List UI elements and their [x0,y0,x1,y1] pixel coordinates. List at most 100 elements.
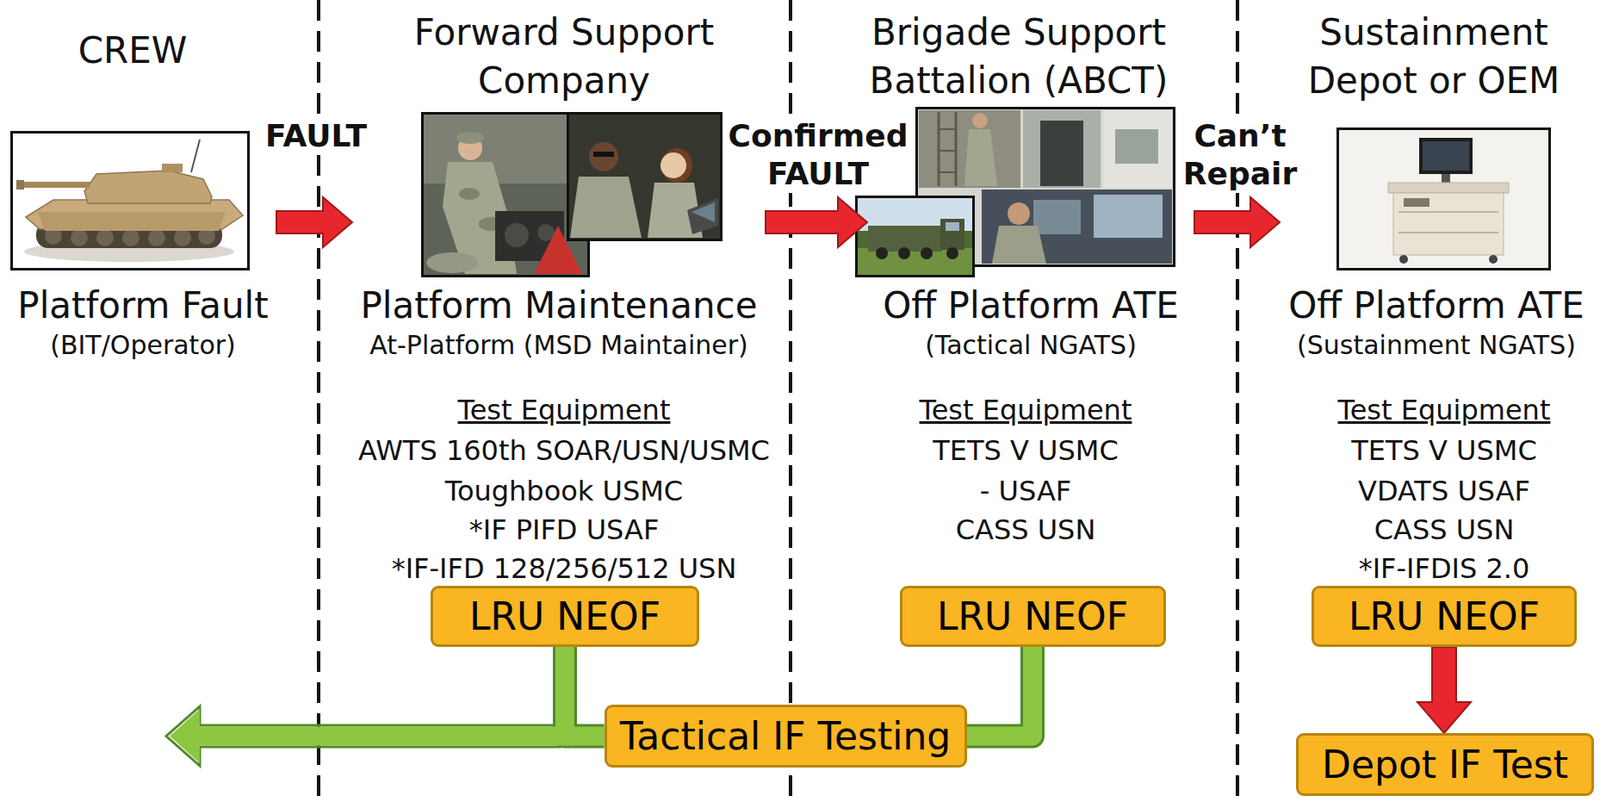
list-item: CASS USN [827,512,1224,547]
maintenance-photo [422,113,590,277]
maintenance-photo [504,223,529,248]
tank-picture [148,229,166,247]
panel-title: Off Platform ATE [1288,284,1585,328]
support-battalion-photo [992,225,1047,264]
tank-picture [96,229,114,247]
list-heading: Test Equipment [1297,392,1591,428]
panel-subtitle: (BIT/Operator) [49,328,236,362]
support-battalion-photo [937,111,941,187]
truck-photo [946,247,959,260]
maintenance-photo [661,148,693,183]
tank-picture [161,163,183,173]
maintenance-photo [687,198,719,235]
pipe-connector [967,646,1034,737]
panel-title: Off Platform ATE [882,284,1179,328]
support-battalion-photo [1093,194,1163,238]
depot-ate-picture [1399,254,1408,264]
tank-picture [18,181,90,188]
column-divider [318,0,1238,802]
depot-ate-picture [1388,182,1509,193]
tank-picture [16,179,25,190]
pipe-fill [564,646,605,737]
picture-panel: Platform MaintenanceAt-Platform (MSD Mai… [352,105,766,362]
box-label: LRU NEOF [936,594,1129,639]
list-item: Toughbook USMC [348,473,780,509]
pipe-connector [564,646,605,737]
support-battalion-photo [938,171,956,174]
picture-panel: Off Platform ATE(Tactical NGATS) [867,105,1195,362]
process-box: Depot IF Test [1296,732,1594,796]
tank-picture [122,229,140,247]
maintenance-photo [691,202,715,223]
maintenance-photo [593,151,614,157]
truck-photo [875,247,888,260]
list-item: VDATS USAF [1297,473,1591,509]
process-box: LRU NEOF [430,585,700,647]
box-label: LRU NEOF [1348,594,1540,639]
tank-picture [37,211,226,231]
pipe-outline [967,646,1034,737]
depot-ate-picture [1398,231,1499,234]
tank-picture [12,132,249,270]
depot-ate-picture [1393,192,1504,255]
support-battalion-photo [1103,110,1173,188]
list-item: TETS V USMC [1297,433,1591,468]
list-item: *IF PIFD USAF [348,512,780,547]
support-battalion-photo [1007,202,1030,225]
block-arrow [276,197,353,248]
edge-label: Can’t Repair [1175,117,1305,193]
maintenance-photo [660,152,687,179]
block-arrow [1194,197,1280,248]
block-arrow [765,197,868,248]
support-battalion-photo [981,189,1173,264]
block-arrow [276,197,353,248]
maintenance-photo [570,176,642,238]
tank-picture [70,229,88,247]
maintenance-photo [589,142,619,172]
support-battalion-photo [918,110,1021,188]
list-item: *IF-IFDIS 2.0 [1297,551,1591,586]
panel-title: Platform Maintenance [360,284,758,328]
support-battalion-photo [917,108,1175,267]
support-battalion-photo [1033,199,1081,235]
maintenance-photo [426,252,478,273]
depot-ate-picture [1441,173,1451,183]
list-item: AWTS 160th SOAR/USN/USMC [348,433,780,468]
depot-ate-picture [1398,210,1499,213]
process-box: LRU NEOF [1311,585,1577,647]
box-label: Depot IF Test [1321,742,1569,788]
truck-photo [920,247,933,260]
truck-photo [898,247,911,260]
panel-subtitle: At-Platform (MSD Maintainer) [369,328,749,362]
truck-photo [945,222,960,231]
maintenance-photo [568,113,722,241]
pipe-outline [564,646,605,737]
depot-ate-picture [1422,141,1470,171]
block-arrow [1194,197,1280,248]
block-arrow [1417,646,1471,733]
support-battalion-photo [964,129,998,187]
edge-label: Confirmed FAULT [722,117,914,193]
truck-photo [940,218,965,250]
panel-subtitle: (Sustainment NGATS) [1296,328,1576,362]
truck-photo [857,248,973,275]
return-arrow [169,708,575,763]
column-header: Sustainment Depot or OEM [1270,8,1598,106]
support-battalion-photo [1115,129,1159,164]
picture-panel: Off Platform ATE(Sustainment NGATS) [1279,105,1594,362]
support-battalion-photo [938,149,956,152]
tank-picture [12,132,249,270]
column-header: CREW [37,26,228,75]
tank-picture [84,170,212,204]
list-heading: Test Equipment [348,392,780,428]
depot-ate-picture [1338,129,1551,270]
return-arrow [166,706,575,766]
maintenance-photo [422,113,590,277]
support-battalion-photo [955,111,958,187]
maintenance-photo [568,113,722,241]
list-item: - USAF [827,473,1224,509]
tank-picture [191,139,200,173]
depot-ate-picture [1338,129,1551,270]
maintenance-photo [456,131,484,144]
